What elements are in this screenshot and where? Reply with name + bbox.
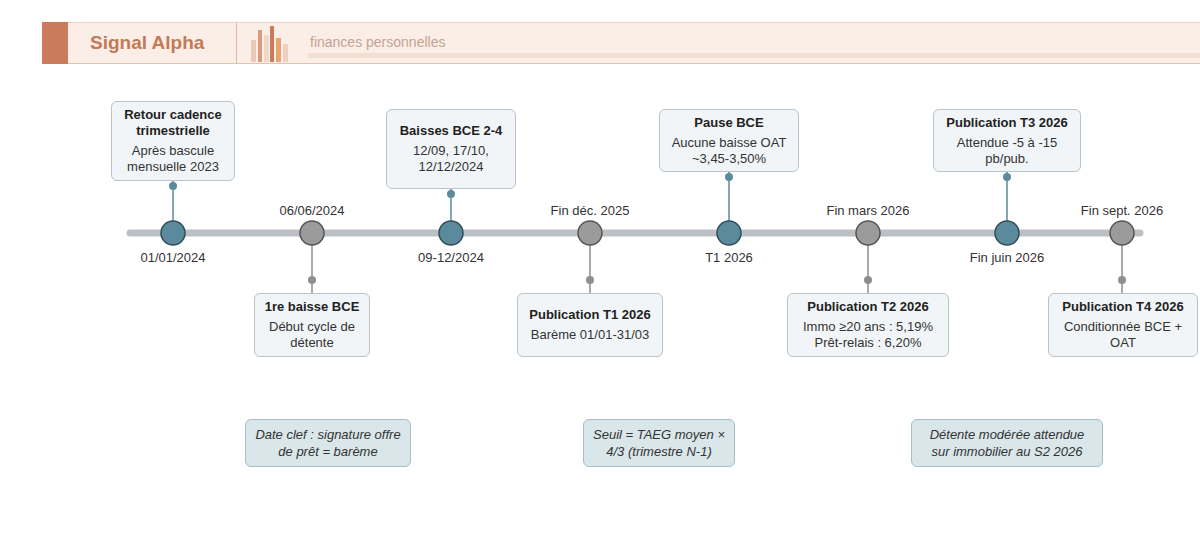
header-rule: [42, 22, 1200, 23]
event-box: Publication T1 2026Barème 01/01-31/03: [517, 293, 663, 357]
event-box: 1re baisse BCE Début cycle de détente: [254, 293, 370, 357]
event-title: Publication T1 2026: [524, 307, 656, 323]
event-detail: Après bascule mensuelle 2023: [118, 143, 228, 175]
date-label: Fin mars 2026: [826, 203, 909, 218]
timeline-axis: [130, 230, 1140, 237]
event-title: Pause BCE: [666, 115, 792, 131]
note-box: Seuil = TAEG moyen × 4/3 (trimestre N-1): [583, 419, 735, 467]
header-rule: [42, 63, 1200, 64]
event-title: 1re baisse BCE: [261, 299, 363, 315]
event-title: Retour cadence trimestrielle: [118, 107, 228, 139]
milestone-dot: [439, 221, 463, 245]
event-detail: Attendue -5 à -15 pb/pub.: [940, 135, 1074, 167]
date-label: Fin sept. 2026: [1081, 203, 1163, 218]
stem-dot: [725, 173, 733, 181]
milestone-dot: [578, 221, 602, 245]
date-label: 09-12/2024: [418, 250, 484, 265]
note-box: Détente modérée attendue sur immobilier …: [911, 419, 1103, 467]
header-strip: [308, 53, 1200, 58]
header-accent: [42, 22, 68, 64]
milestone-dot: [856, 221, 880, 245]
stem-dot: [586, 276, 594, 284]
event-detail: Aucune baisse OAT ~3,45-3,50%: [666, 135, 792, 167]
event-title: Publication T4 2026: [1055, 299, 1191, 315]
event-box: Pause BCE Aucune baisse OAT ~3,45-3,50%: [659, 109, 799, 172]
event-box: Baisses BCE 2-4 12/09, 17/10, 12/12/2024: [386, 109, 516, 189]
milestone-dot: [717, 221, 741, 245]
milestone-dot: [161, 221, 185, 245]
date-label: 01/01/2024: [140, 250, 205, 265]
stem-dot: [1003, 173, 1011, 181]
stem-dot: [1118, 276, 1126, 284]
event-box: Retour cadence trimestrielleAprès bascul…: [111, 101, 235, 181]
date-label: T1 2026: [705, 250, 753, 265]
bar-icon: [251, 26, 288, 62]
event-detail: Détente modérée attendue sur immobilier …: [920, 426, 1094, 460]
stem-dot: [864, 276, 872, 284]
event-detail: Début cycle de détente: [261, 319, 363, 351]
header-band: [42, 22, 1200, 64]
event-detail: Conditionnée BCE + OAT: [1055, 319, 1191, 351]
event-title: Publication T3 2026: [940, 115, 1074, 131]
milestone-dot: [1110, 221, 1134, 245]
event-box: Publication T2 2026Immo ≥20 ans : 5,19% …: [787, 293, 949, 357]
stem-dot: [169, 182, 177, 190]
note-box: Date clef : signature offre de prêt = ba…: [245, 419, 411, 467]
event-detail: Date clef : signature offre de prêt = ba…: [254, 426, 402, 460]
stem-dot: [447, 190, 455, 198]
milestone-dot: [300, 221, 324, 245]
event-title: Publication T2 2026: [794, 299, 942, 315]
event-detail: Barème 01/01-31/03: [524, 327, 656, 343]
event-box: Publication T3 2026Attendue -5 à -15 pb/…: [933, 109, 1081, 172]
header-divider: [236, 22, 237, 64]
event-title: Baisses BCE 2-4: [393, 123, 509, 139]
timeline: [130, 172, 1140, 293]
page-subtitle: finances personnelles: [310, 34, 445, 50]
event-detail: Seuil = TAEG moyen × 4/3 (trimestre N-1): [592, 426, 726, 460]
milestone-dot: [995, 221, 1019, 245]
date-label: Fin juin 2026: [970, 250, 1044, 265]
date-label: Fin déc. 2025: [551, 203, 630, 218]
stem-dot: [308, 276, 316, 284]
event-box: Publication T4 2026Conditionnée BCE + OA…: [1048, 293, 1198, 357]
date-label: 06/06/2024: [279, 203, 344, 218]
page-title: Signal Alpha: [90, 32, 204, 54]
event-detail: Immo ≥20 ans : 5,19% Prêt-relais : 6,20%: [794, 319, 942, 351]
event-detail: 12/09, 17/10, 12/12/2024: [393, 143, 509, 175]
